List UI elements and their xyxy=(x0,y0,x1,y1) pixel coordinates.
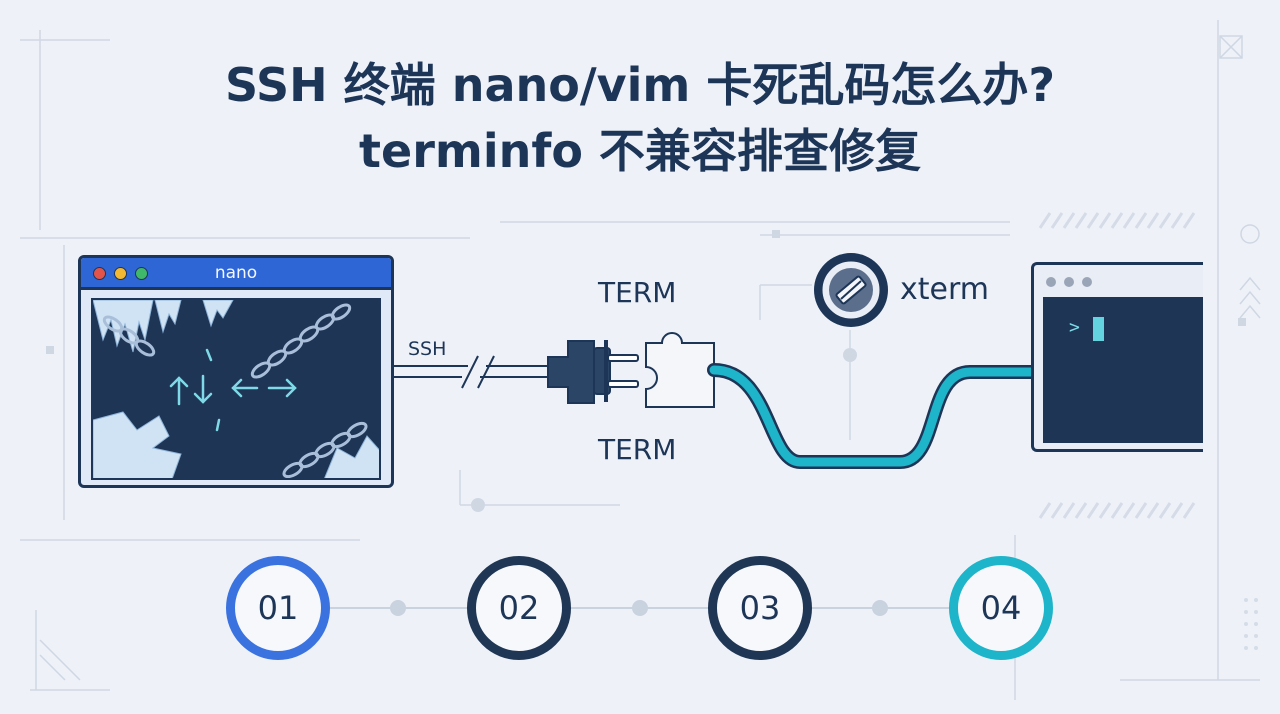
step-dot xyxy=(872,600,888,616)
freeze-icon xyxy=(93,300,379,478)
nano-window: nano xyxy=(78,255,394,488)
window-dot-icon xyxy=(1046,277,1056,287)
step-2[interactable]: 02 xyxy=(467,556,571,660)
title-line-1: SSH 终端 nano/vim 卡死乱码怎么办? xyxy=(224,58,1056,112)
step-3[interactable]: 03 xyxy=(708,556,812,660)
remote-terminal-screen: > xyxy=(1043,297,1203,443)
puzzle-icon xyxy=(645,332,715,408)
cursor-icon xyxy=(1093,317,1104,341)
window-dot-icon xyxy=(1064,277,1074,287)
xterm-label: xterm xyxy=(900,272,990,307)
arrows-icon xyxy=(169,348,297,432)
step-4[interactable]: 04 xyxy=(949,556,1053,660)
maximize-dot-icon[interactable] xyxy=(135,267,148,280)
plug-icon xyxy=(547,340,639,404)
window-dot-icon xyxy=(1082,277,1092,287)
close-dot-icon[interactable] xyxy=(93,267,106,280)
cable-core xyxy=(709,365,1037,467)
term-label-bottom: TERM xyxy=(598,433,677,466)
ssh-wire xyxy=(394,355,548,389)
minimize-dot-icon[interactable] xyxy=(114,267,127,280)
nano-titlebar: nano xyxy=(81,258,391,290)
chain-icon xyxy=(102,303,368,478)
step-dot xyxy=(632,600,648,616)
step-1[interactable]: 01 xyxy=(226,556,330,660)
remote-terminal-window: > xyxy=(1031,262,1203,452)
frozen-terminal-screen xyxy=(91,298,381,480)
nano-window-title: nano xyxy=(214,263,258,283)
ssh-label: SSH xyxy=(408,338,447,360)
title-line-2: terminfo 不兼容排查修复 xyxy=(359,124,921,178)
eraser-icon xyxy=(835,275,867,305)
xterm-badge xyxy=(814,253,888,327)
page-title: SSH 终端 nano/vim 卡死乱码怎么办? terminfo 不兼容排查修… xyxy=(0,52,1280,184)
terminal-prompt: > xyxy=(1069,317,1080,338)
step-dot xyxy=(390,600,406,616)
term-label-top: TERM xyxy=(598,276,677,309)
